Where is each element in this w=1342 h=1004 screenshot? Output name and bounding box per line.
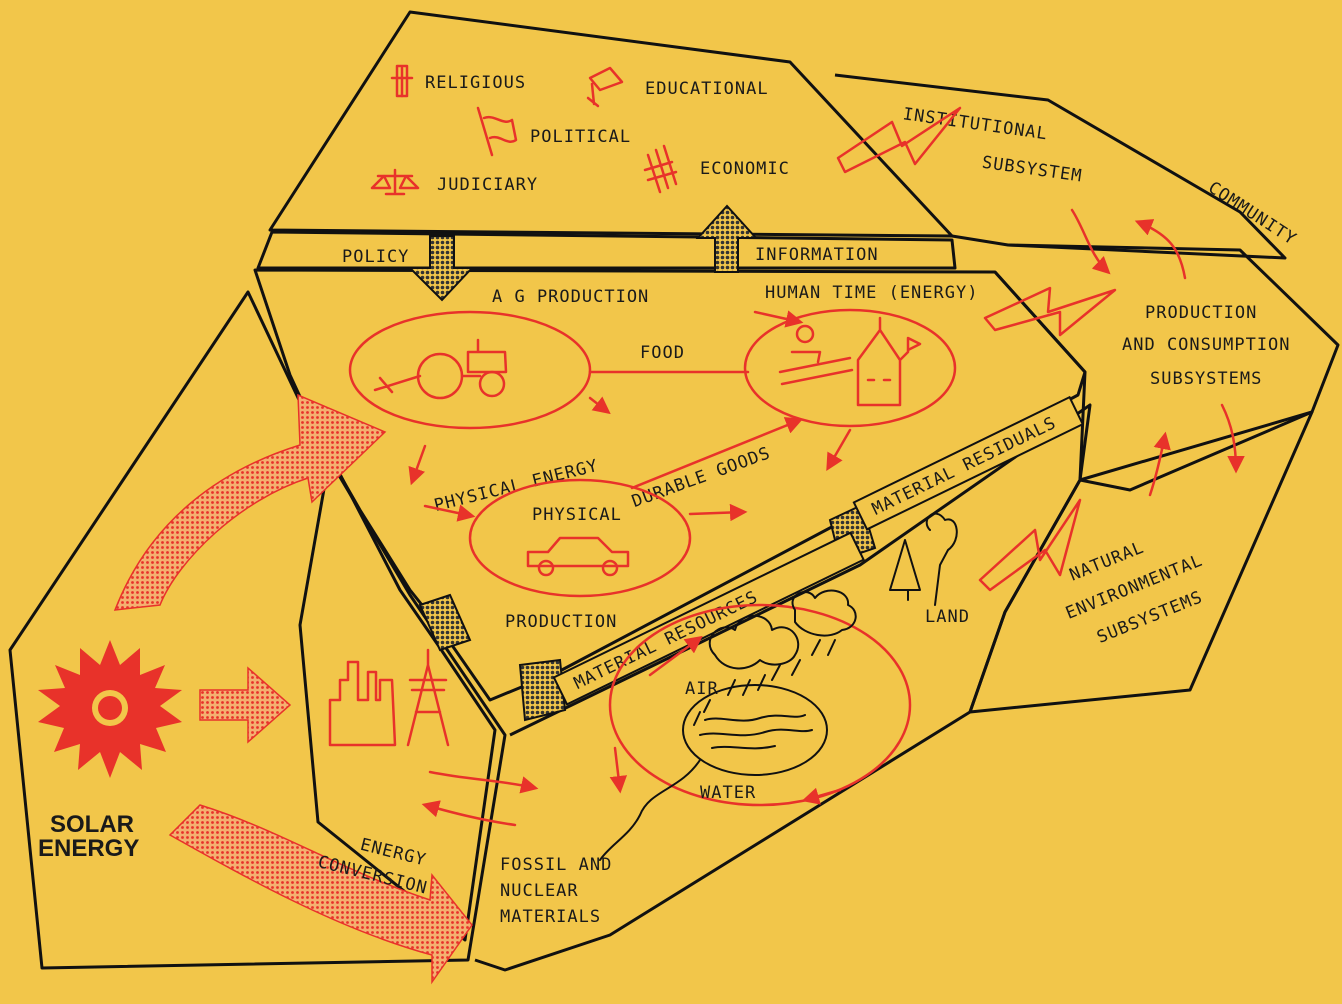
institutional-label: INSTITUTIONAL	[902, 104, 1049, 144]
ag-production-oval	[348, 310, 592, 430]
resources-connector	[518, 658, 567, 722]
material-residuals-label: MATERIAL RESIDUALS	[869, 413, 1060, 520]
solar-panel	[8, 290, 507, 970]
physical-production-oval	[468, 478, 692, 598]
durable-goods-label: DURABLE GOODS	[629, 443, 773, 512]
information-arrow	[695, 204, 759, 273]
institutions: RELIGIOUS EDUCATIONAL POLITICAL ECONOMIC…	[370, 64, 790, 196]
production-label: PRODUCTION	[505, 612, 617, 632]
and-consumption-label: AND CONSUMPTION	[1122, 335, 1291, 355]
energy-conversion-panel	[298, 453, 497, 942]
lightning-bolts	[836, 106, 1117, 592]
environment-panel	[474, 403, 1092, 972]
institutional-subsystem: INSTITUTIONAL SUBSYSTEM	[902, 104, 1084, 187]
fossil-label: FOSSIL AND	[500, 855, 612, 875]
money-icon	[643, 144, 678, 194]
energy-conversion-flows	[421, 770, 539, 827]
land-label: LAND	[925, 607, 970, 627]
community-oval	[743, 308, 957, 428]
material-residuals-bar: MATERIAL RESIDUALS	[852, 395, 1085, 531]
solar-flow-arrows	[113, 393, 473, 985]
production-flows	[408, 310, 852, 522]
physical-label: PHYSICAL	[532, 505, 622, 525]
cloud-icon	[708, 589, 857, 670]
educational-label: EDUCATIONAL	[645, 79, 769, 99]
schoolhouse-icon	[856, 316, 922, 407]
natural-environment-panel	[968, 410, 1314, 714]
institutional-panel	[268, 10, 954, 238]
community-flows	[1070, 208, 1245, 497]
water-cycle-arrows	[609, 635, 842, 805]
political-label: POLITICAL	[530, 127, 631, 147]
material-resources-label: MATERIAL RESOURCES	[571, 587, 762, 694]
nuclear-label: NUCLEAR	[500, 881, 579, 901]
air-label: AIR	[685, 679, 719, 699]
natural-environmental-label-group: NATURAL ENVIRONMENTAL SUBSYSTEMS	[1063, 538, 1206, 648]
religious-label: RELIGIOUS	[425, 73, 526, 93]
tractor-icon	[373, 338, 508, 400]
subsystem-label: SUBSYSTEM	[981, 153, 1084, 187]
production-label-2: PRODUCTION	[1145, 303, 1257, 323]
trees-icon	[889, 512, 958, 606]
solar-arrow-up	[113, 393, 387, 611]
factory-icon	[328, 660, 397, 747]
solar-arrow-right	[199, 666, 292, 744]
energy-label: ENERGY	[38, 835, 139, 862]
person-at-desk-icon	[778, 324, 854, 386]
water-label: WATER	[700, 783, 756, 803]
scales-icon	[370, 168, 420, 196]
lake-icon	[599, 684, 828, 861]
flag-icon	[476, 106, 518, 157]
policy-arrow	[407, 235, 475, 302]
judiciary-label: JUDICIARY	[437, 175, 538, 195]
policy-label: POLICY	[342, 247, 409, 267]
solar-arrow-down	[168, 804, 473, 985]
graduation-cap-icon	[586, 66, 624, 108]
economic-label: ECONOMIC	[700, 159, 790, 179]
production-consumption-panel	[993, 243, 1340, 492]
lightning-bolt-3	[978, 498, 1082, 592]
human-time-label: HUMAN TIME (ENERGY)	[765, 283, 978, 303]
materials-label: MATERIALS	[500, 907, 601, 927]
institutional-side	[834, 73, 1287, 260]
community-label: COMMUNITY	[1204, 178, 1300, 250]
cross-icon	[390, 64, 414, 98]
subsystems-label: SUBSYSTEMS	[1150, 369, 1262, 389]
car-icon	[526, 536, 630, 577]
sun-icon	[38, 640, 182, 778]
power-tower-icon	[406, 648, 450, 747]
lightning-bolt-2	[983, 286, 1117, 337]
solar-label: SOLAR	[50, 811, 134, 838]
lightning-bolt-1	[836, 106, 962, 174]
information-label: INFORMATION	[755, 245, 879, 265]
factory-connector	[418, 593, 472, 652]
ag-production-label: A G PRODUCTION	[492, 287, 649, 307]
structure-outlines	[8, 10, 1340, 972]
water-cycle-oval	[608, 603, 912, 807]
food-label: FOOD	[640, 343, 685, 363]
